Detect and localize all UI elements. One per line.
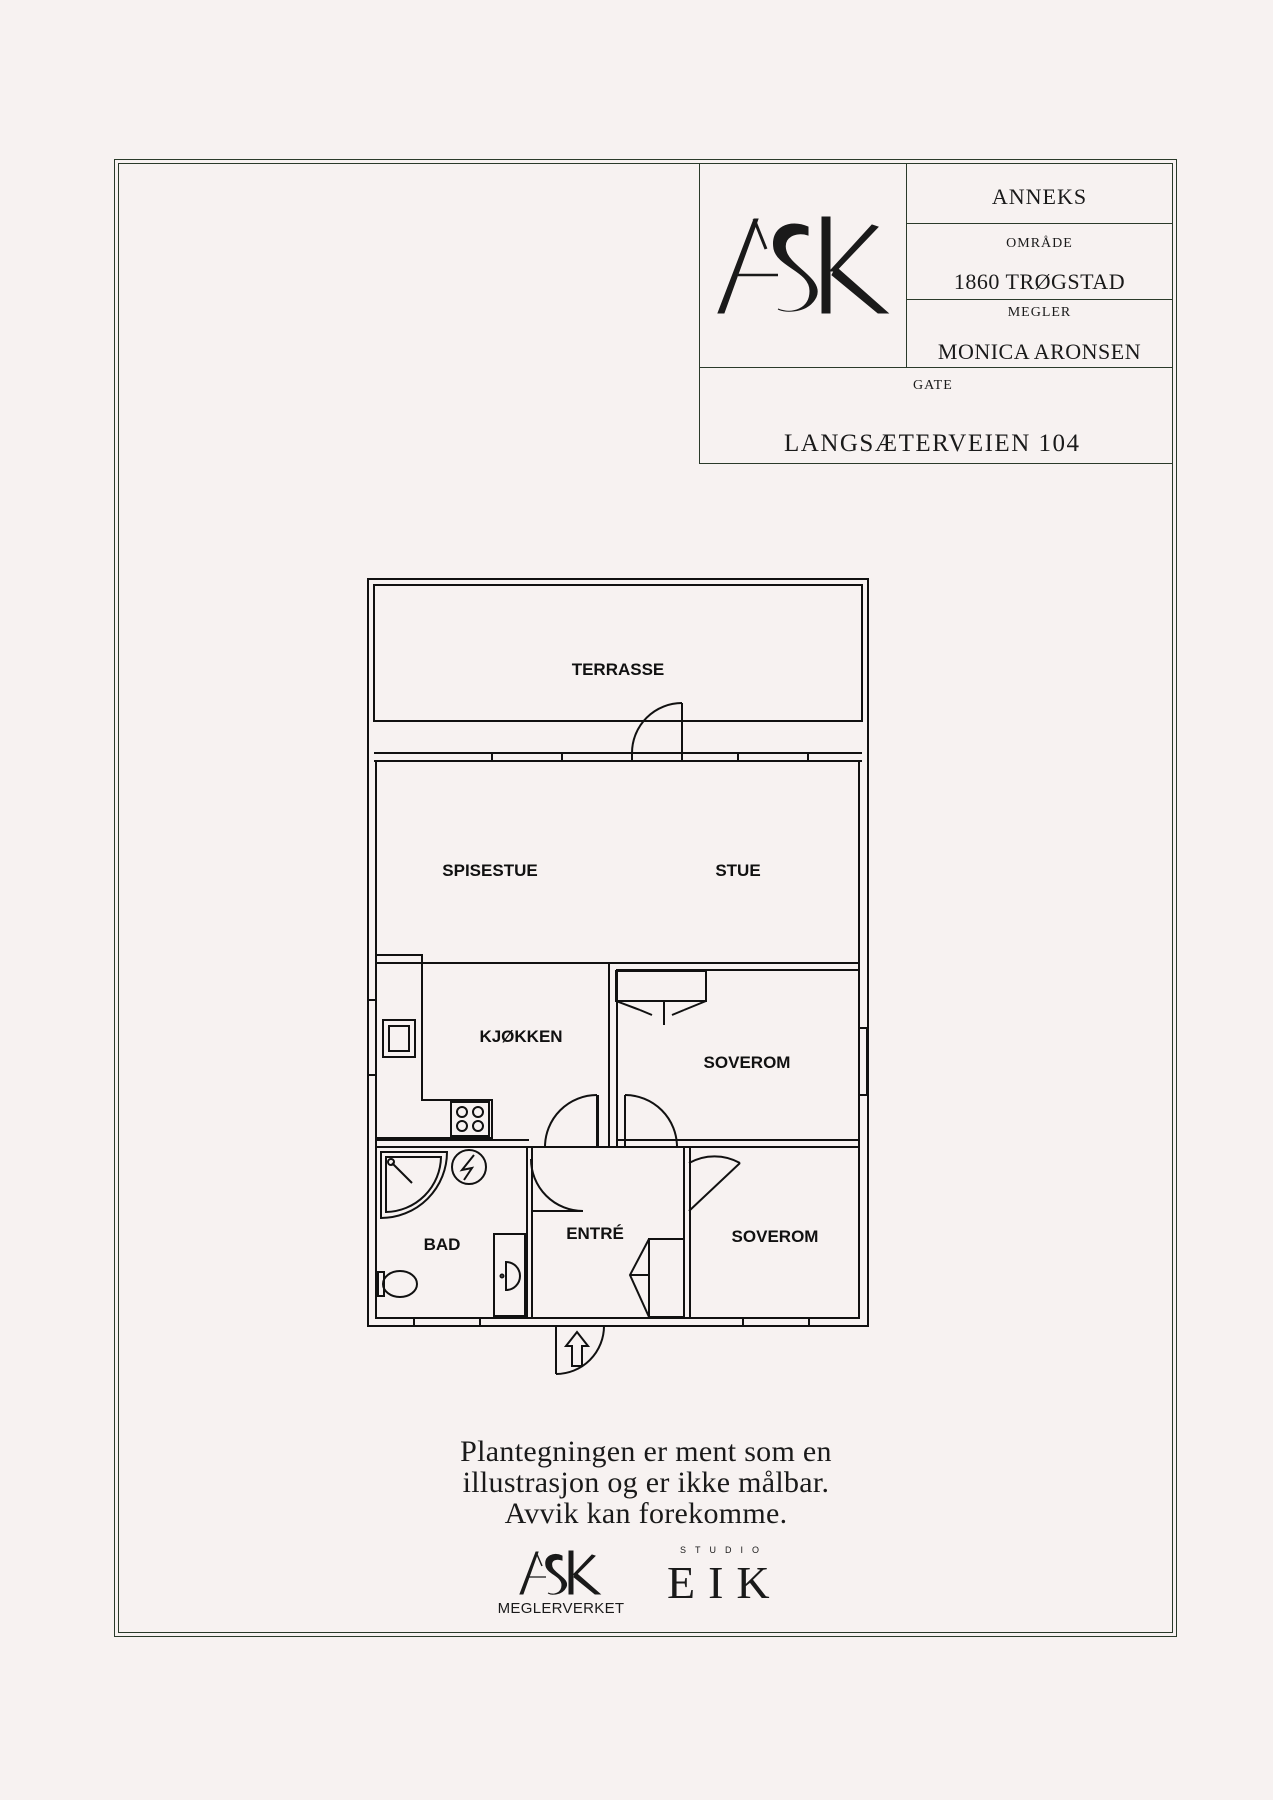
outer-wall-inner <box>373 584 863 722</box>
area-label: OMRÅDE <box>1006 236 1073 251</box>
room-label-bad: BAD <box>424 1235 461 1254</box>
bathroom-washbasin <box>493 1233 526 1317</box>
bedroom-1-wardrobe <box>615 970 707 1002</box>
room-label-spisestue: SPISESTUE <box>442 861 537 880</box>
kitchen-sink <box>382 1019 416 1058</box>
ask-logo-a-shape <box>717 218 759 314</box>
entry-arrow-icon <box>563 1330 591 1367</box>
bedroom-2-door-swing <box>688 1155 741 1164</box>
entry-door-swing <box>555 1325 605 1375</box>
room-label-entre: ENTRÉ <box>566 1224 624 1243</box>
page-frame-inner <box>118 163 1173 1633</box>
outer-wall-outer <box>367 578 869 1327</box>
broker-label: MEGLER <box>1007 305 1072 320</box>
window-kitchen <box>367 999 377 1076</box>
street-value: LANGSÆTERVEIEN 104 <box>784 430 1081 457</box>
hallway-walls <box>531 1146 685 1319</box>
title-block-row-divider-2 <box>906 299 1173 300</box>
broker-value: MONICA ARONSEN <box>937 339 1142 364</box>
studio-eik-small: STUDIO <box>679 1545 768 1555</box>
room-label-kjokken: KJØKKEN <box>479 1027 562 1046</box>
title-block-box <box>699 163 1173 464</box>
studio-eik-large: EIK <box>667 1557 783 1608</box>
kitchen-counter <box>377 954 493 1139</box>
ask-meglerverket-logo <box>519 1550 602 1595</box>
bathroom-shower <box>380 1151 449 1220</box>
ask-logo <box>717 216 890 314</box>
window-terrace-1 <box>491 752 563 762</box>
disclaimer-line-2: illustrasjon og er ikke målbar. <box>462 1466 830 1499</box>
room-label-terrasse: TERRASSE <box>572 660 665 679</box>
room-label-soverom-1: SOVEROM <box>704 1053 791 1072</box>
hallway-door-north-swing <box>544 1094 598 1148</box>
bedroom-2-door-leaf <box>688 1162 741 1212</box>
room-label-stue: STUE <box>715 861 760 880</box>
type-value: ANNEKS <box>991 184 1088 209</box>
bedroom-1-door-swing <box>624 1094 678 1148</box>
disclaimer-line-1: Plantegningen er ment som en <box>460 1435 832 1468</box>
area-value: 1860 TRØGSTAD <box>953 269 1126 294</box>
terrace-door-swing <box>631 702 683 754</box>
title-block-row-divider-1 <box>906 223 1173 224</box>
title-block-logo-divider <box>906 163 907 368</box>
bathroom-water-heater <box>451 1149 487 1185</box>
ask-meglerverket-subtitle: MEGLERVERKET <box>497 1600 625 1617</box>
street-label: GATE <box>913 378 953 393</box>
window-terrace-2 <box>737 752 809 762</box>
hallway-closet <box>648 1238 685 1318</box>
ask-logo-k-shape <box>821 216 831 314</box>
page-frame-outer <box>114 159 1177 1637</box>
bathroom-door-swing <box>530 1158 584 1212</box>
disclaimer: Plantegningen er ment som en illustrasjo… <box>336 1436 956 1529</box>
room-label-soverom-2: SOVEROM <box>732 1227 819 1246</box>
title-block-row-divider-3 <box>699 367 1173 368</box>
window-bedroom-2 <box>742 1317 810 1327</box>
window-bathroom <box>413 1317 481 1327</box>
window-bedroom-1 <box>858 1027 868 1096</box>
kitchen-stove <box>450 1101 490 1137</box>
ask-logo-s-shape <box>773 223 818 312</box>
disclaimer-line-3: Avvik kan forekomme. <box>504 1497 788 1530</box>
bathroom-walls <box>375 1146 528 1319</box>
